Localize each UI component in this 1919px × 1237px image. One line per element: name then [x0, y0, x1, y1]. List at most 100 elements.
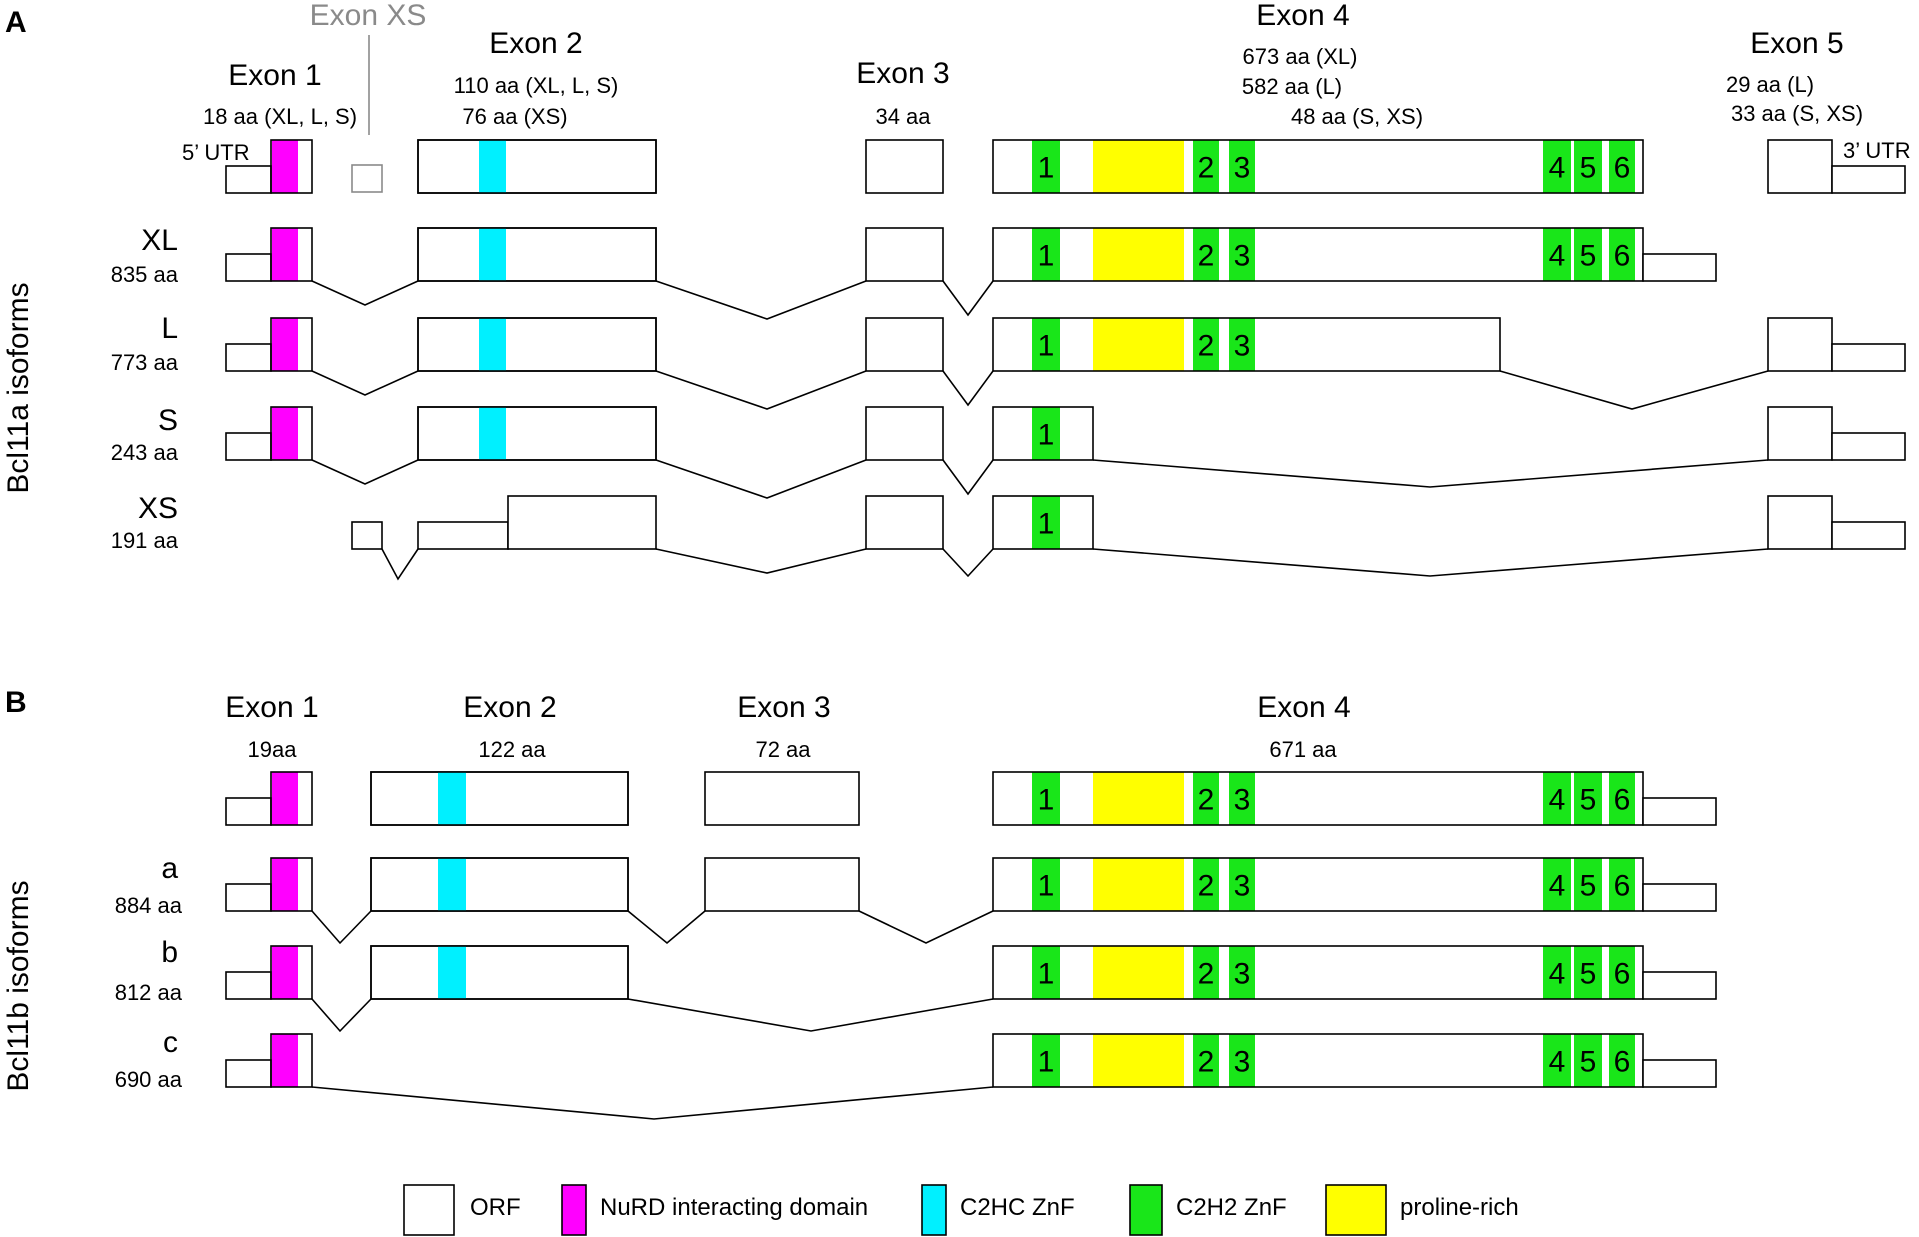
- a-l-exon4-outline: [992, 317, 1501, 372]
- a-xs-exon-xs: [351, 521, 383, 550]
- a-ref-zn-2: [1193, 140, 1219, 193]
- legend-nurd-swatch: [561, 1184, 587, 1236]
- isoform-l-length: 773 aa: [111, 350, 179, 375]
- b-c-zn-5-number: 5: [1580, 1046, 1597, 1079]
- b-b-intron-1: [311, 998, 372, 1033]
- b-ref-zn-4-number: 4: [1549, 784, 1566, 817]
- b-ref-zn-1: [1032, 772, 1060, 825]
- a-s-exon1-outline: [270, 406, 313, 461]
- b-b-intron-2: [627, 998, 994, 1032]
- a-l-exon3: [865, 317, 944, 372]
- b-b-exon4-utr: [1642, 971, 1717, 1000]
- b-b-exon2: [370, 945, 629, 1000]
- b-a-zn-6-number: 6: [1614, 870, 1631, 903]
- b-c-zn-6-number: 6: [1614, 1046, 1631, 1079]
- b-a-zn-1: [1032, 858, 1060, 911]
- b-exon3-title: Exon 3: [737, 691, 830, 724]
- b-a-exon4-utr: [1642, 883, 1717, 912]
- a-xl-zn-3: [1229, 228, 1255, 281]
- b-ref-exon1-utr: [225, 797, 272, 826]
- b-b-zn-5: [1574, 946, 1602, 999]
- a-l-zn-3: [1229, 318, 1255, 371]
- b-ref-exon4-utr: [1642, 797, 1717, 826]
- b-c-nurd: [272, 1034, 298, 1087]
- bcl11a-group-label: Bcl11a isoforms: [2, 282, 35, 493]
- b-b-zn-6: [1609, 946, 1635, 999]
- a-l-intron-1: [311, 370, 419, 396]
- b-a-intron-1: [311, 910, 372, 945]
- a-ref-zn-6: [1609, 140, 1635, 193]
- b-b-zn-1-number: 1: [1038, 958, 1055, 991]
- a-xl-intron-1: [311, 280, 419, 306]
- b-ref-c2hc: [438, 772, 466, 825]
- a-s-exon2: [417, 406, 657, 461]
- b-c-zn-4: [1543, 1034, 1571, 1087]
- b-ref-zn-5: [1574, 772, 1602, 825]
- a-xs-intron-2: [655, 548, 867, 574]
- b-ref-exon1-outline: [270, 771, 313, 826]
- isoform-xs-length: 191 aa: [111, 528, 179, 553]
- a-ref-zn-4-number: 4: [1549, 152, 1566, 185]
- a-exon1-title: Exon 1: [228, 59, 321, 92]
- utr5-label: 5’ UTR: [182, 140, 250, 165]
- b-exon3-aa: 72 aa: [755, 737, 811, 762]
- b-b-exon1-outline: [270, 945, 313, 1000]
- a-l-exon2: [417, 317, 657, 372]
- b-b-proline: [1093, 946, 1184, 999]
- b-b-zn-5-number: 5: [1580, 958, 1597, 991]
- a-xl-zn-4-number: 4: [1549, 240, 1566, 273]
- isoform-a-length: 884 aa: [115, 893, 183, 918]
- a-l-intron-2: [655, 370, 867, 410]
- b-a-exon2-outline: [370, 857, 629, 912]
- a-ref-exon4-outline: [992, 139, 1644, 194]
- b-c-exon1-utr: [225, 1059, 272, 1088]
- b-c-intron-1: [311, 1086, 994, 1120]
- a-s-exon3: [865, 406, 944, 461]
- b-c-zn-1: [1032, 1034, 1060, 1087]
- isoform-a-name: a: [161, 852, 178, 885]
- exon-xs-box: [351, 164, 383, 193]
- a-exon4-aa-3: 48 aa (S, XS): [1291, 104, 1423, 129]
- a-exon5-aa-2: 33 aa (S, XS): [1731, 101, 1863, 126]
- a-xs-zn-1: [1032, 496, 1060, 549]
- a-ref-zn-5-number: 5: [1580, 152, 1597, 185]
- a-ref-zn-2-number: 2: [1198, 152, 1215, 185]
- a-ref-zn-3: [1229, 140, 1255, 193]
- b-a-zn-3-number: 3: [1234, 870, 1251, 903]
- b-a-exon1-utr: [225, 883, 272, 912]
- a-xs-intron-3: [942, 548, 994, 578]
- b-c-zn-4-number: 4: [1549, 1046, 1566, 1079]
- b-a-zn-3: [1229, 858, 1255, 911]
- isoform-l-name: L: [161, 312, 178, 345]
- legend-c2hc-swatch: [921, 1184, 947, 1236]
- a-xl-zn-6-number: 6: [1614, 240, 1631, 273]
- b-ref-zn-6: [1609, 772, 1635, 825]
- a-l-exon2-outline: [417, 317, 657, 372]
- b-b-c2hc: [438, 946, 466, 999]
- a-ref-zn-6-number: 6: [1614, 152, 1631, 185]
- b-ref-zn-3: [1229, 772, 1255, 825]
- a-l-nurd: [272, 318, 298, 371]
- a-xs-zn-1-number: 1: [1038, 508, 1055, 541]
- panel-a-label: A: [5, 6, 27, 39]
- b-a-zn-6: [1609, 858, 1635, 911]
- b-c-exon1-outline: [270, 1033, 313, 1088]
- a-ref-exon5: [1767, 139, 1833, 194]
- b-a-zn-4-number: 4: [1549, 870, 1566, 903]
- b-b-zn-1: [1032, 946, 1060, 999]
- a-exon3-aa: 34 aa: [875, 104, 931, 129]
- isoform-b-name: b: [161, 936, 178, 969]
- a-xs-exon3: [865, 495, 944, 550]
- legend: ORF NuRD interacting domain C2HC ZnF C2H…: [403, 1184, 1519, 1236]
- a-l-c2hc: [479, 318, 506, 371]
- b-a-zn-4: [1543, 858, 1571, 911]
- b-ref-zn-2: [1193, 772, 1219, 825]
- legend-orf-swatch: [403, 1184, 455, 1236]
- b-a-zn-2: [1193, 858, 1219, 911]
- b-c-proline: [1093, 1034, 1184, 1087]
- a-l-intron-3: [942, 370, 994, 407]
